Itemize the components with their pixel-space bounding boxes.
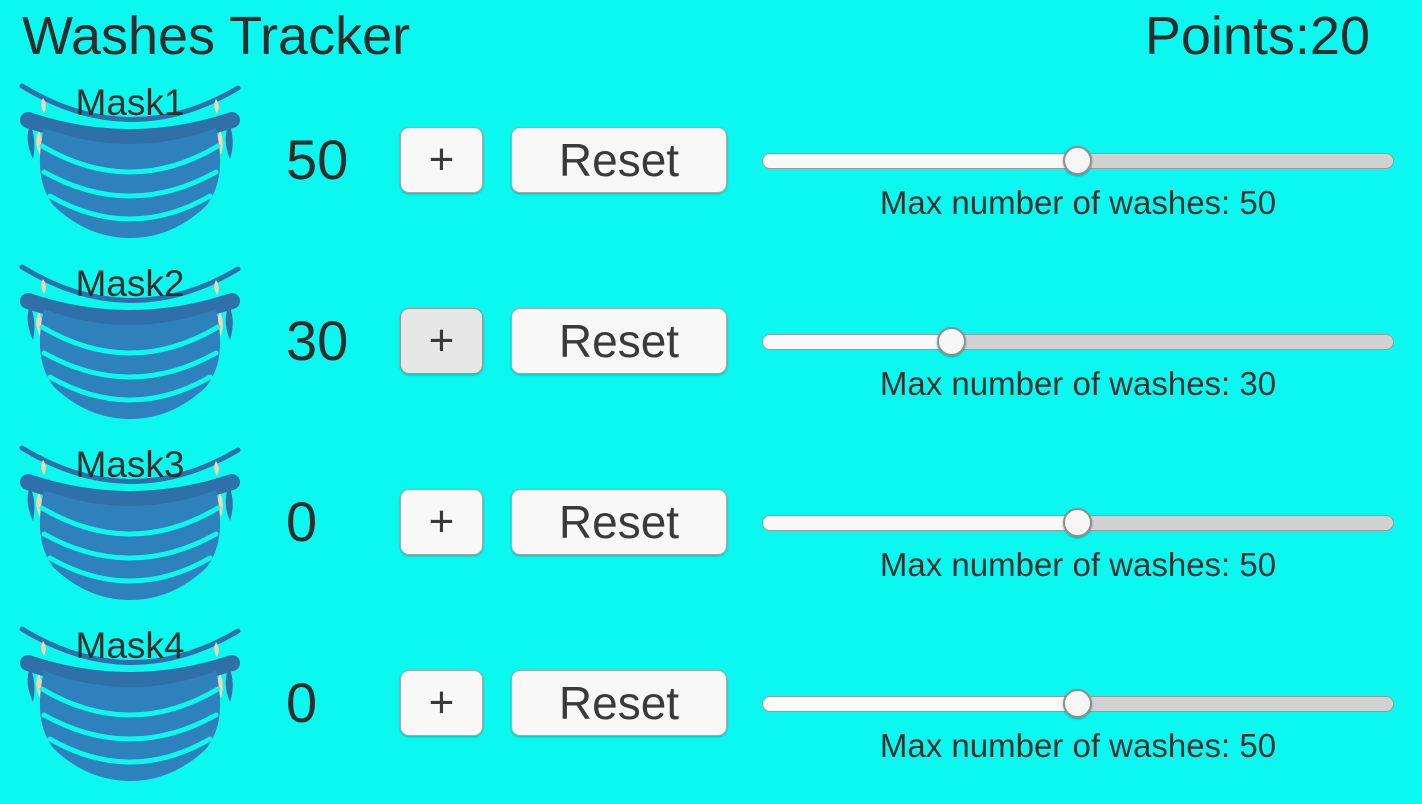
reset-button[interactable]: Reset (511, 489, 727, 555)
max-washes-label: Max number of washes: 50 (879, 546, 1277, 583)
slider-fill (763, 516, 1078, 530)
slider-fill (763, 335, 952, 349)
mask-icon-wrap: Mask3 (18, 442, 242, 604)
points-display: Points:20 (1145, 4, 1370, 68)
points-value: 20 (1309, 6, 1370, 66)
slider-track[interactable] (762, 334, 1394, 350)
wash-count: 0 (286, 671, 318, 734)
increment-button[interactable]: + (400, 670, 483, 736)
reset-button[interactable]: Reset (511, 127, 727, 193)
mask-label: Mask4 (75, 625, 185, 666)
mask-label: Mask3 (75, 444, 185, 485)
mask-icon-wrap: Mask2 (18, 261, 242, 423)
slider-fill (763, 154, 1078, 168)
mask-icon (19, 264, 241, 419)
slider-fill (763, 697, 1078, 711)
increment-button[interactable]: + (400, 308, 483, 374)
slider-thumb[interactable] (936, 327, 966, 356)
max-washes-label: Max number of washes: 30 (879, 365, 1277, 402)
page-title: Washes Tracker (22, 6, 411, 66)
slider-thumb[interactable] (1063, 146, 1092, 175)
mask-icon (19, 626, 241, 781)
wash-count: 0 (286, 490, 318, 553)
wash-count: 30 (286, 309, 349, 372)
mask-icon (19, 445, 241, 600)
slider-thumb[interactable] (1063, 689, 1092, 718)
increment-button[interactable]: + (400, 489, 483, 555)
max-washes-slider[interactable] (762, 689, 1394, 719)
mask-icon-wrap: Mask1 (18, 80, 242, 242)
max-washes-slider[interactable] (762, 146, 1394, 176)
reset-button[interactable]: Reset (511, 670, 727, 736)
max-washes-slider[interactable] (762, 508, 1394, 538)
mask-row: Mask3 0 + Reset Max number of washes: 50 (0, 442, 1422, 623)
points-label: Points: (1144, 6, 1310, 66)
mask-icon (19, 83, 241, 238)
max-washes-slider[interactable] (762, 327, 1394, 357)
mask-row: Mask2 30 + Reset Max number of washes: 3… (0, 261, 1422, 442)
reset-button[interactable]: Reset (511, 308, 727, 374)
increment-button[interactable]: + (400, 127, 483, 193)
mask-row: Mask4 0 + Reset Max number of washes: 50 (0, 623, 1422, 804)
mask-label: Mask1 (75, 82, 185, 123)
mask-label: Mask2 (75, 263, 185, 304)
mask-row: Mask1 50 + Reset Max number of washes: 5… (0, 80, 1422, 261)
mask-icon-wrap: Mask4 (18, 623, 242, 785)
wash-count: 50 (286, 128, 349, 191)
max-washes-label: Max number of washes: 50 (879, 184, 1277, 221)
slider-thumb[interactable] (1063, 508, 1092, 537)
max-washes-label: Max number of washes: 50 (879, 727, 1277, 764)
